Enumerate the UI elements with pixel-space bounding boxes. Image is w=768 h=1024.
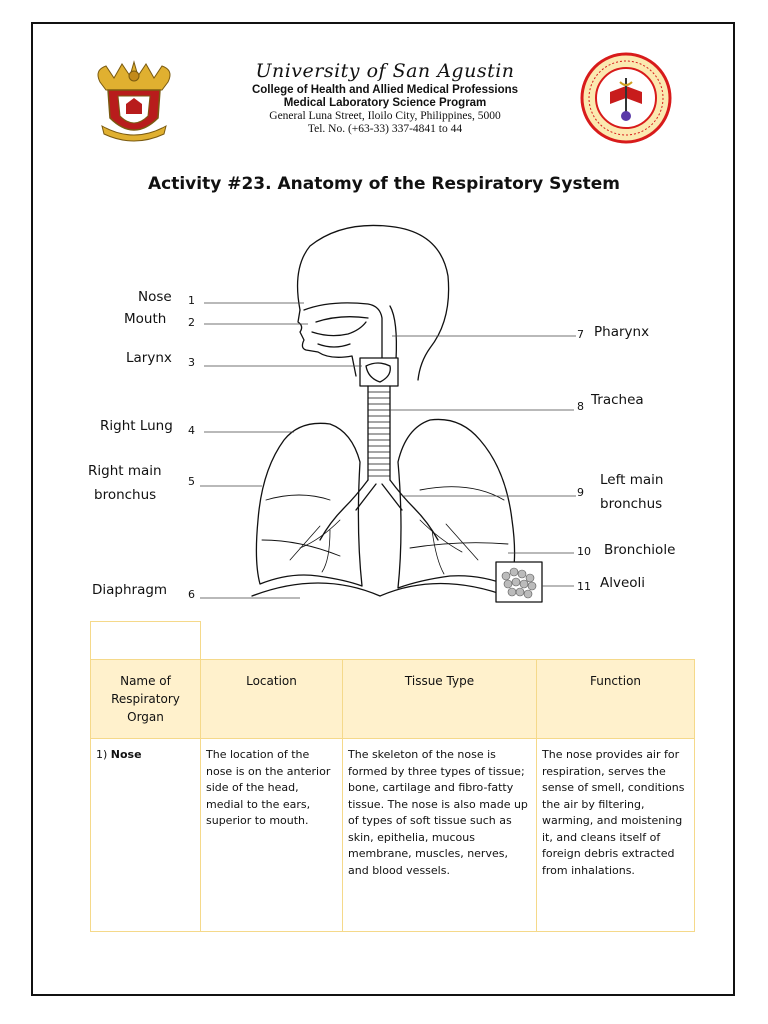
label-number-10: 10: [577, 545, 591, 558]
label-number-9: 9: [577, 486, 584, 499]
cell-tissue-type: The skeleton of the nose is formed by th…: [342, 738, 537, 932]
college-seal-logo: [580, 52, 672, 144]
label-number-4: 4: [188, 424, 195, 437]
header-function: Function: [536, 659, 695, 739]
program-name: Medical Laboratory Science Program: [283, 97, 487, 109]
label-right-lung: Right Lung: [100, 418, 173, 434]
activity-title: Activity #23. Anatomy of the Respiratory…: [147, 174, 620, 194]
label-trachea: Trachea: [591, 392, 644, 408]
respiratory-diagram: [200, 224, 576, 603]
empty-header-cell: [90, 621, 201, 661]
college-name: College of Health and Allied Medical Pro…: [251, 84, 519, 96]
label-number-1: 1: [188, 294, 195, 307]
header-tissue-type: Tissue Type: [342, 659, 537, 739]
university-seal-logo: [97, 60, 171, 142]
phone-number: Tel. No. (+63-33) 337-4841 to 44: [307, 123, 463, 135]
label-number-6: 6: [188, 588, 195, 601]
label-number-2: 2: [188, 316, 195, 329]
label-diaphragm: Diaphragm: [92, 582, 168, 598]
label-number-7: 7: [577, 328, 584, 341]
label-mouth: Mouth: [124, 311, 167, 327]
label-larynx: Larynx: [126, 350, 172, 366]
table-row: 1) Nose The location of the nose is on t…: [90, 738, 695, 932]
label-right-main-bronchus-line2: bronchus: [94, 487, 157, 503]
table-header-row: Name of Respiratory Organ Location Tissu…: [90, 659, 695, 739]
organ-number: 1): [96, 748, 108, 761]
label-left-main-bronchus-line2: bronchus: [600, 496, 663, 512]
label-number-8: 8: [577, 400, 584, 413]
label-number-5: 5: [188, 475, 195, 488]
label-nose: Nose: [138, 289, 172, 305]
organ-name: Nose: [110, 748, 142, 761]
organ-table: Name of Respiratory Organ Location Tissu…: [90, 659, 695, 932]
address: General Luna Street, Iloilo City, Philip…: [269, 110, 501, 122]
university-name: University of San Agustin: [255, 60, 515, 82]
label-number-11: 11: [577, 580, 591, 593]
header-location: Location: [200, 659, 343, 739]
label-right-main-bronchus-line1: Right main: [88, 463, 162, 479]
header-organ: Name of Respiratory Organ: [90, 659, 201, 739]
page-border: [31, 22, 735, 996]
cell-function: The nose provides air for respiration, s…: [536, 738, 695, 932]
label-alveoli: Alveoli: [600, 575, 646, 591]
label-bronchiole: Bronchiole: [604, 542, 676, 558]
cell-organ: 1) Nose: [90, 738, 201, 932]
label-pharynx: Pharynx: [594, 324, 650, 340]
label-number-3: 3: [188, 356, 195, 369]
label-left-main-bronchus-line1: Left main: [600, 472, 664, 488]
cell-location: The location of the nose is on the anter…: [200, 738, 343, 932]
